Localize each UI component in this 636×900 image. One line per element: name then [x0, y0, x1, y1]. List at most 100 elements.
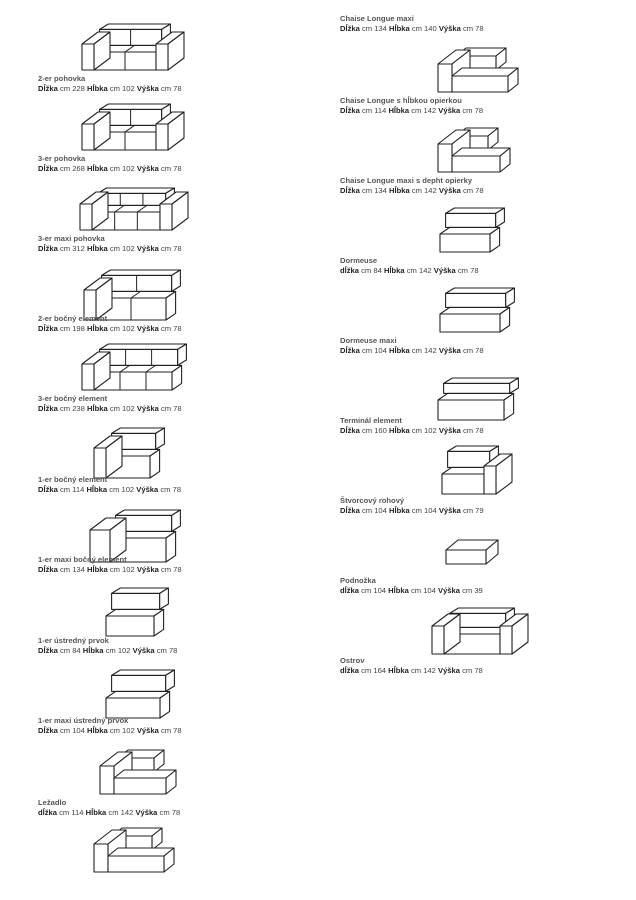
dimension-key: Výška	[136, 243, 159, 253]
dimension-value: cm 78	[156, 645, 178, 655]
dimension-value: cm 142	[411, 105, 437, 115]
dimension-key: Dĺžka	[340, 105, 360, 115]
dimension-value: cm 134	[59, 564, 85, 574]
module-dimensions: Dĺžka cm 238 Hĺbka cm 102 Výška cm 78	[38, 404, 318, 414]
dimension-key: Dĺžka	[38, 163, 58, 173]
dimension-value: cm 78	[457, 265, 479, 275]
dimension-value: cm 78	[462, 105, 484, 115]
dimension-key: Dĺžka	[38, 645, 58, 655]
module-name: Chaise Longue s hĺbkou opierkou	[340, 96, 462, 105]
dimension-key: Výška	[438, 585, 460, 595]
dimension-value: cm 78	[462, 345, 484, 355]
module-dimensions: Dĺžka cm 104 Hĺbka cm 142 Výška cm 78	[340, 346, 620, 356]
dimension-key: Dĺžka	[38, 243, 58, 253]
dimension-key: Výška	[136, 725, 159, 735]
module-dimensions: Dĺžka cm 312 Hĺbka cm 102 Výška cm 78	[38, 244, 318, 254]
dimension-value: cm 104	[361, 345, 387, 355]
dimension-key: Výška	[136, 323, 159, 333]
module-name: Podnožka	[340, 576, 376, 585]
3-seat-maxi-sofa-icon	[78, 182, 189, 232]
dimension-value: cm 312	[59, 243, 85, 253]
dimension-key: Hĺbka	[389, 23, 410, 33]
dimension-key: Výška	[438, 23, 461, 33]
dimension-key: Hĺbka	[82, 645, 104, 655]
terminal-element-icon	[436, 364, 520, 421]
chaise-longue-maxi-deep-armrest-icon	[436, 122, 516, 174]
module-name: Dormeuse	[340, 256, 378, 265]
1-seat-center-unit-icon	[104, 582, 169, 637]
dimension-value: cm 78	[160, 564, 182, 574]
dimension-value: cm 102	[109, 163, 135, 173]
dimension-key: Dĺžka	[340, 23, 360, 33]
dimension-value: cm 78	[462, 665, 483, 675]
dimension-key: Hĺbka	[389, 425, 410, 435]
dimension-value: cm 102	[109, 564, 135, 574]
dimension-value: cm 142	[410, 665, 436, 675]
dimension-key: Výška	[136, 83, 159, 93]
dimension-value: cm 268	[59, 163, 85, 173]
dimension-value: cm 238	[59, 403, 85, 413]
module-dimensions: Dĺžka cm 198 Hĺbka cm 102 Výška cm 78	[38, 324, 318, 334]
module-name: 2-er pohovka	[38, 74, 86, 83]
dimension-key: Hĺbka	[388, 105, 410, 115]
dimension-key: Hĺbka	[389, 185, 410, 195]
dimension-value: cm 78	[160, 323, 182, 333]
dimension-key: Dĺžka	[340, 505, 360, 515]
dimension-value: cm 114	[59, 484, 85, 494]
dimension-value: cm 134	[361, 185, 387, 195]
2-seat-side-element-icon	[82, 262, 186, 321]
dimension-value: cm 78	[160, 403, 182, 413]
dimension-key: Hĺbka	[389, 345, 410, 355]
dimension-key: Výška	[132, 645, 155, 655]
dimension-key: dĺžka	[340, 665, 359, 675]
dimension-value: cm 84	[59, 645, 81, 655]
dimension-value: cm 78	[160, 484, 182, 494]
module-dimensions: Dĺžka cm 134 Hĺbka cm 140 Výška cm 78	[340, 24, 620, 34]
module-dimensions: Dĺžka cm 114 Hĺbka cm 142 Výška cm 78	[340, 106, 620, 116]
dimension-value: cm 104	[410, 585, 436, 595]
dimension-value: cm 102	[109, 725, 135, 735]
dimension-value: cm 102	[109, 243, 135, 253]
dimension-key: Výška	[438, 185, 461, 195]
dimension-key: Výška	[438, 505, 461, 515]
dimension-key: Hĺbka	[87, 564, 108, 574]
chaise-longue-icon	[98, 744, 177, 795]
module-dimensions: dĺžka cm 164 Hĺbka cm 142 Výška cm 78	[340, 666, 620, 676]
3-seat-side-element-icon	[80, 342, 190, 398]
dimension-key: dĺžka	[38, 807, 57, 817]
dimension-key: Dĺžka	[38, 564, 58, 574]
dimension-key: Hĺbka	[389, 505, 410, 515]
dimension-key: Hĺbka	[383, 265, 405, 275]
dimension-value: cm 134	[361, 23, 387, 33]
module-dimensions: Dĺžka cm 134 Hĺbka cm 102 Výška cm 78	[38, 565, 318, 575]
dimension-key: Hĺbka	[85, 807, 107, 817]
module-dimensions: Dĺžka cm 228 Hĺbka cm 102 Výška cm 78	[38, 84, 318, 94]
dimension-value: cm 78	[160, 163, 182, 173]
module-name: Ležadlo	[38, 798, 67, 807]
dimension-key: Hĺbka	[87, 83, 108, 93]
dimension-value: cm 102	[411, 425, 437, 435]
dimension-key: dĺžka	[340, 265, 359, 275]
dimension-value: cm 102	[109, 83, 135, 93]
dimension-key: Výška	[438, 105, 461, 115]
dimension-value: cm 78	[160, 243, 182, 253]
dimension-value: cm 78	[462, 425, 484, 435]
dimension-value: cm 102	[109, 323, 135, 333]
dimension-value: cm 142	[411, 185, 437, 195]
dimension-value: cm 78	[462, 185, 484, 195]
dimension-key: Hĺbka	[87, 725, 108, 735]
dimension-key: Dĺžka	[340, 345, 360, 355]
dimension-key: Výška	[136, 484, 159, 494]
module-dimensions: Dĺžka cm 104 Hĺbka cm 102 Výška cm 78	[38, 726, 318, 736]
dimension-value: cm 228	[59, 83, 85, 93]
